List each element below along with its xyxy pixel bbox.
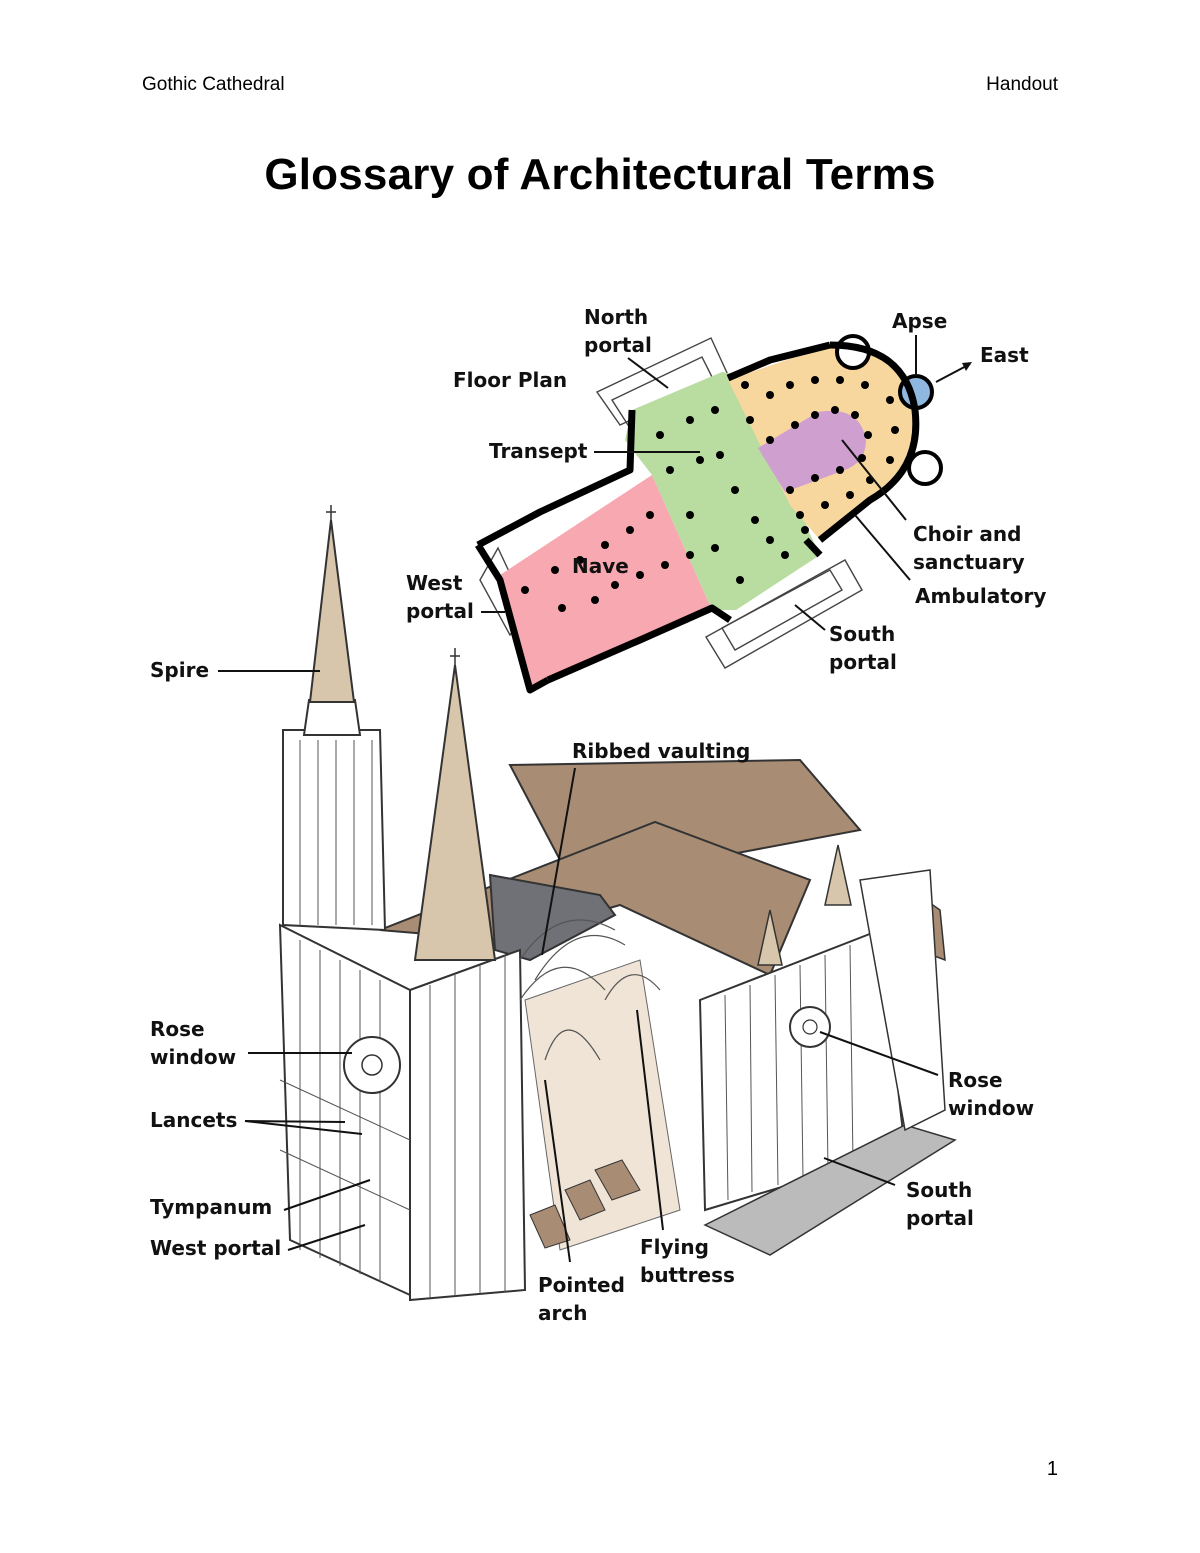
chapel-south xyxy=(907,450,943,486)
label-south-portal-3d-1: South xyxy=(906,1178,972,1202)
label-south-portal-3d-2: portal xyxy=(906,1206,974,1230)
south-pinnacle-2 xyxy=(824,844,852,906)
label-tympanum: Tympanum xyxy=(150,1195,272,1219)
south-rose-inner xyxy=(802,1019,818,1035)
south-spire xyxy=(413,664,497,961)
south-transept-lines xyxy=(724,944,854,1201)
south-transept-wall xyxy=(803,537,823,558)
buttress-base-2 xyxy=(564,1179,606,1221)
nave-zone xyxy=(500,475,712,690)
label-west-portal-2: portal xyxy=(406,599,474,623)
north-spire xyxy=(308,519,356,703)
page-number: 1 xyxy=(1046,1458,1058,1480)
label-west-portal-3d: West portal xyxy=(150,1236,281,1260)
ambulatory-leader xyxy=(854,514,911,581)
vault-arches xyxy=(519,919,661,1061)
north-tower-lines xyxy=(299,740,373,925)
pointed-arch-leader xyxy=(544,1079,571,1263)
label-choir-2: sanctuary xyxy=(913,550,1025,574)
spire-base xyxy=(302,699,362,736)
nave-floor xyxy=(524,959,681,1251)
buttress-base-3 xyxy=(594,1159,641,1201)
label-south-portal-2: portal xyxy=(829,650,897,674)
floor-plan-heading: Floor Plan xyxy=(453,368,567,392)
label-flying-buttress-2: buttress xyxy=(640,1263,735,1287)
label-north-portal-1: North xyxy=(584,305,648,329)
label-pointed-arch-2: arch xyxy=(538,1301,587,1325)
label-lancets: Lancets xyxy=(150,1108,237,1132)
north-wall xyxy=(476,409,636,549)
header-left: Gothic Cathedral xyxy=(142,74,285,95)
north-tower xyxy=(282,729,387,932)
lancets-leader-1 xyxy=(244,1120,346,1123)
label-pointed-arch-1: Pointed xyxy=(538,1273,625,1297)
label-flying-buttress-1: Flying xyxy=(640,1235,709,1259)
label-rose-window-west-1: Rose xyxy=(150,1017,205,1041)
facade-lines xyxy=(279,940,506,1298)
south-pinnacle-1 xyxy=(757,909,783,966)
north-portal-leader xyxy=(627,357,669,389)
rose-window-south-leader xyxy=(819,1031,939,1076)
west-rose-inner xyxy=(361,1054,383,1076)
label-ambulatory: Ambulatory xyxy=(915,584,1046,608)
south-portal-leader xyxy=(794,604,826,631)
label-transept: Transept xyxy=(489,439,588,463)
header-right: Handout xyxy=(986,74,1058,95)
floor-plan: North portal Floor Plan Apse East Transe… xyxy=(406,305,1046,694)
south-portal-inner xyxy=(721,569,843,651)
columns xyxy=(521,376,899,612)
flying-buttress-leader xyxy=(636,1009,664,1231)
choir-north-wall xyxy=(726,341,831,382)
south-portal-steps xyxy=(703,1124,957,1256)
south-portal-outline xyxy=(705,559,863,669)
apse-wall xyxy=(817,341,920,543)
south-rose-window xyxy=(789,1006,831,1048)
cathedral-illustration: Spire Ribbed vaulting Rose window Lancet… xyxy=(150,505,1034,1325)
label-rose-window-west-2: window xyxy=(150,1045,236,1069)
west-rose-window xyxy=(343,1036,401,1094)
label-spire: Spire xyxy=(150,658,209,682)
page-title: Glossary of Architectural Terms xyxy=(264,150,936,199)
chevet xyxy=(859,869,946,1132)
label-apse: Apse xyxy=(892,309,947,333)
lancets-leader-2 xyxy=(244,1120,363,1135)
ribbed-vaulting-leader xyxy=(541,767,576,956)
transept-roof xyxy=(508,758,862,861)
south-portal-leader-3d xyxy=(823,1157,896,1186)
label-north-portal-2: portal xyxy=(584,333,652,357)
west-portal-leader-3d xyxy=(287,1224,366,1251)
south-wall xyxy=(546,604,732,684)
label-south-portal-1: South xyxy=(829,622,895,646)
label-rose-window-south-1: Rose xyxy=(948,1068,1003,1092)
label-west-portal-1: West xyxy=(406,571,463,595)
label-east: East xyxy=(980,343,1029,367)
south-tower-base xyxy=(409,948,527,1302)
label-rose-window-south-2: window xyxy=(948,1096,1034,1120)
label-ribbed-vaulting: Ribbed vaulting xyxy=(572,739,750,763)
label-choir-1: Choir and xyxy=(913,522,1021,546)
west-wall xyxy=(475,543,550,694)
choir-leader xyxy=(841,439,907,521)
slate-roof xyxy=(488,873,617,962)
label-nave: Nave xyxy=(572,554,629,578)
east-arrowhead xyxy=(962,362,972,371)
tympanum-leader xyxy=(283,1179,371,1211)
buttress-base-1 xyxy=(529,1204,571,1249)
